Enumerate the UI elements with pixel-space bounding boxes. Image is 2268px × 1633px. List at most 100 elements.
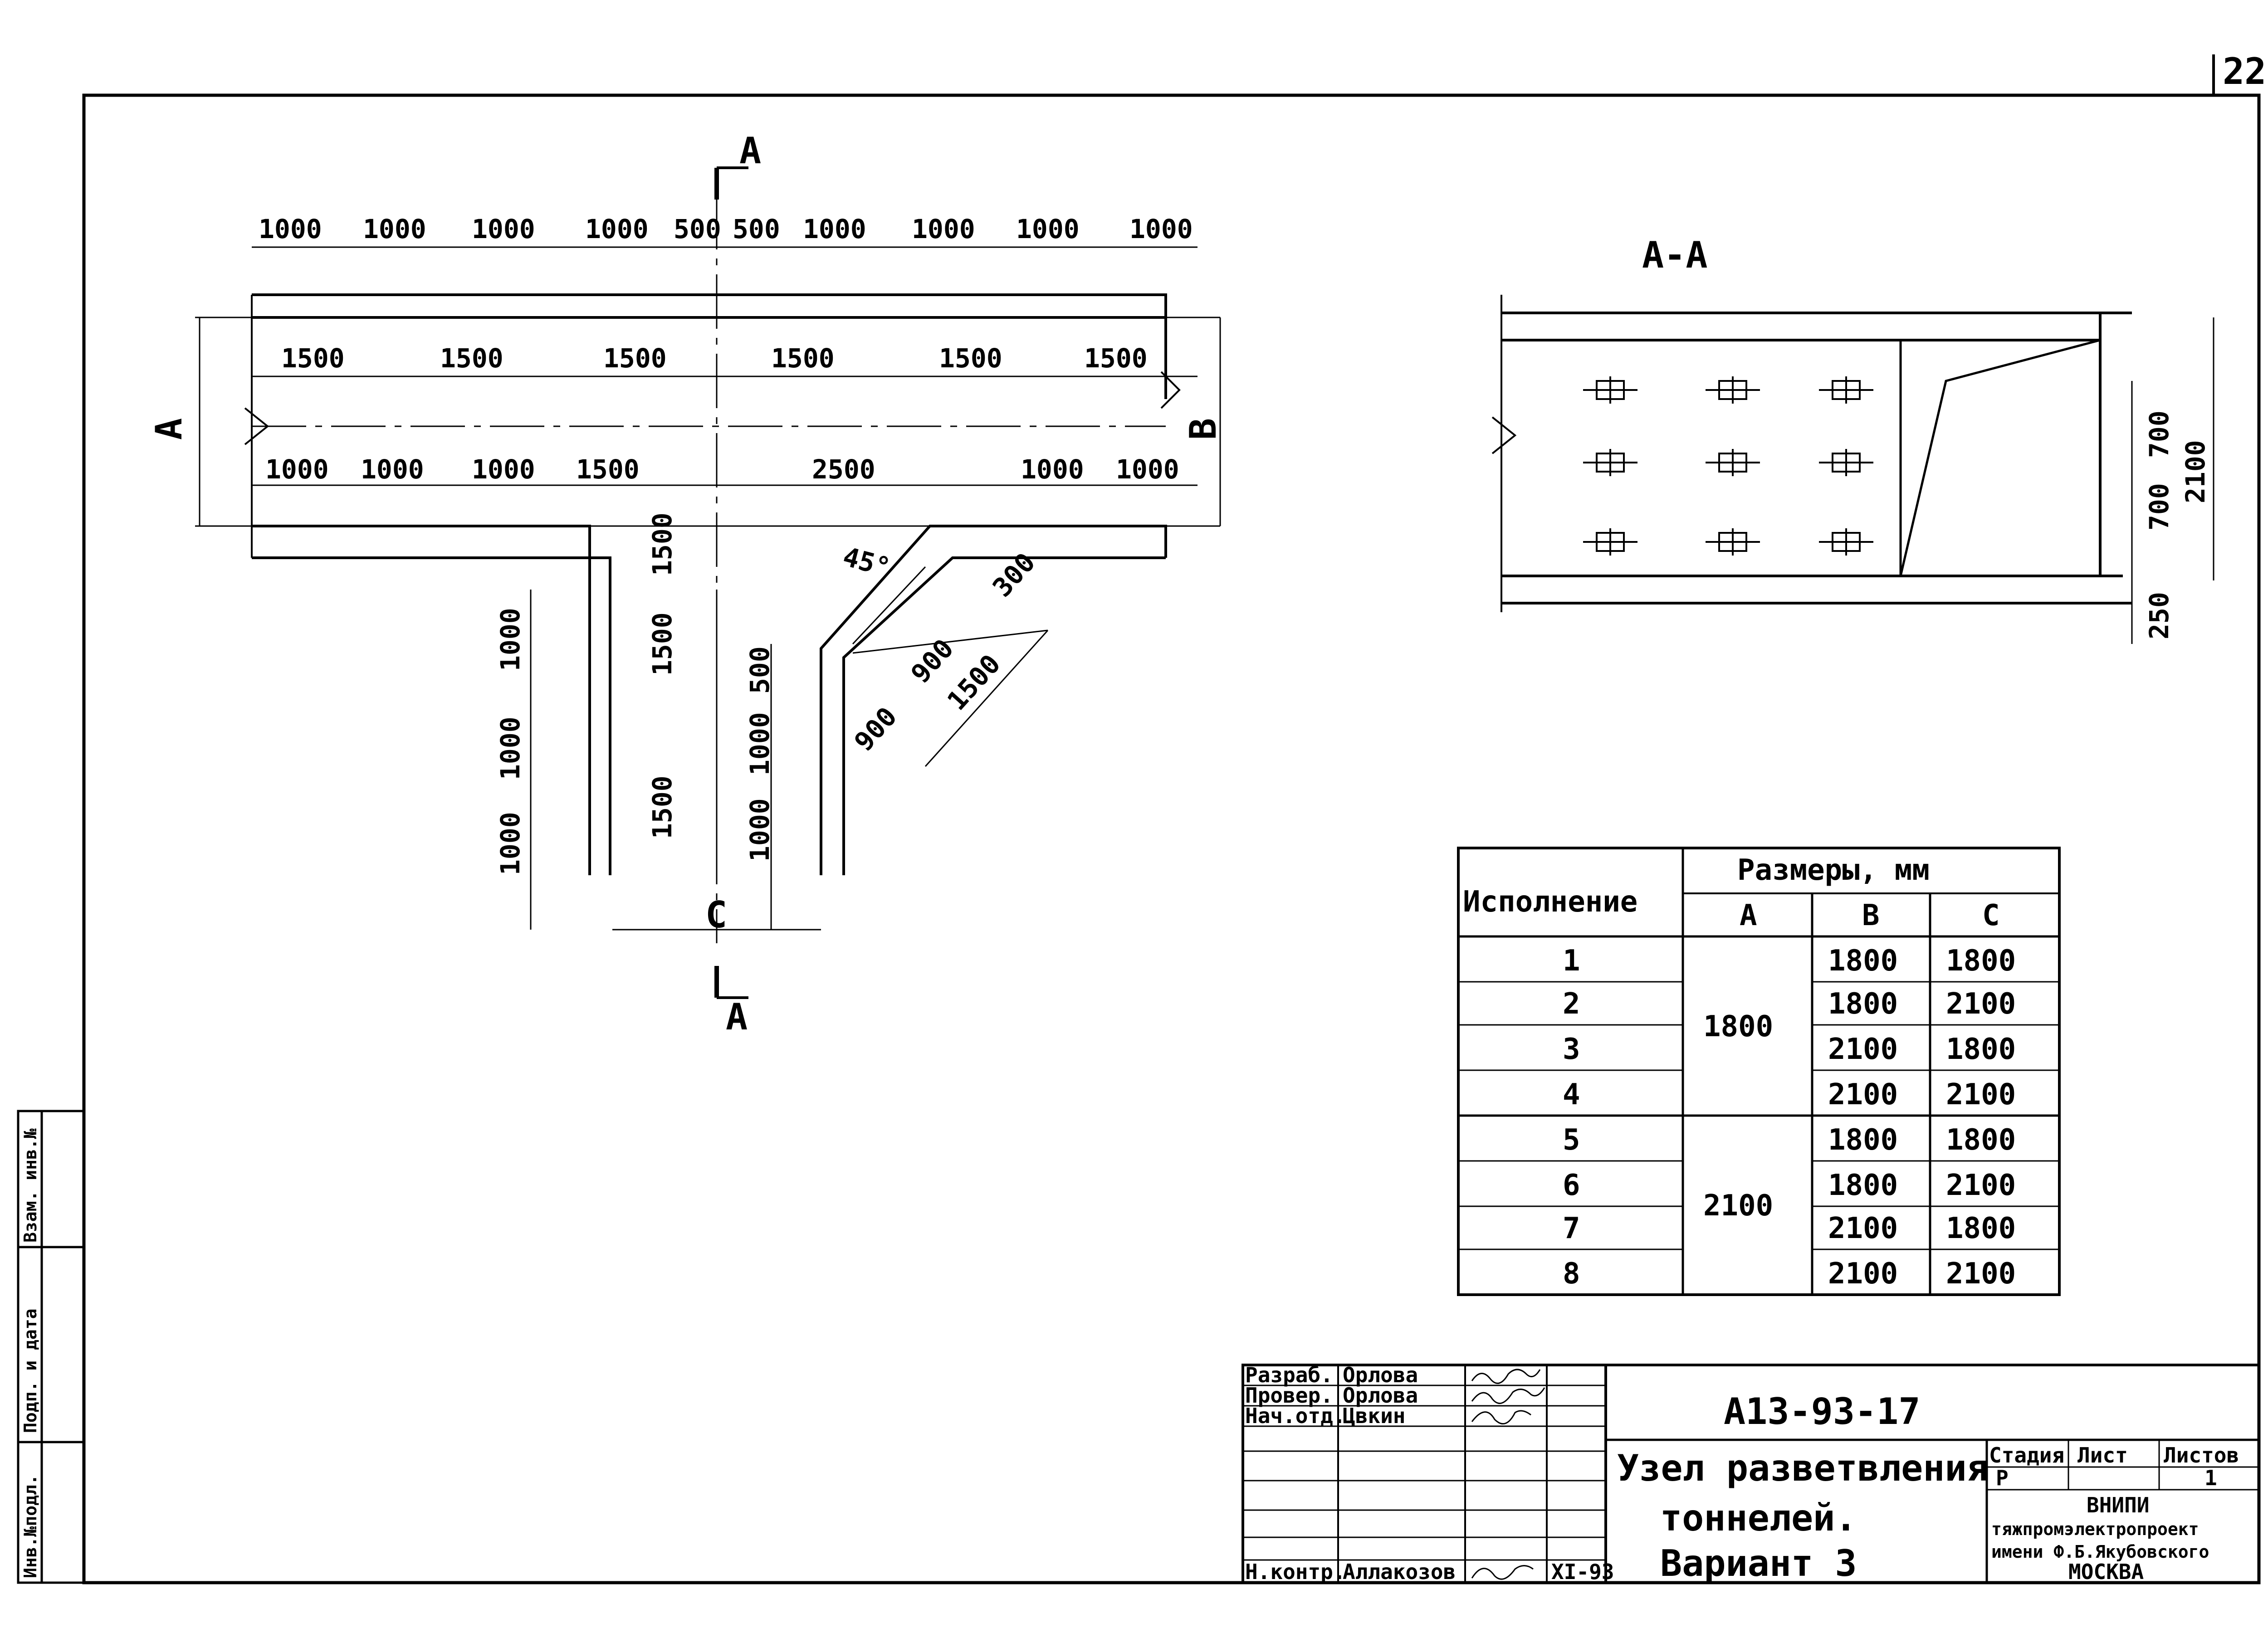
table-a-group-2: 2100 xyxy=(1703,1189,1773,1223)
name-1: Орлова xyxy=(1343,1363,1418,1387)
table-row-7-c: 1800 xyxy=(1946,1212,2016,1245)
plan-lower-dim-3: 1000 xyxy=(472,454,535,485)
plan-top-dim-4: 1000 xyxy=(585,214,649,244)
table-a-group-1: 1800 xyxy=(1703,1010,1773,1043)
table-row-6-b: 1800 xyxy=(1828,1169,1898,1202)
sheets-label: Листов xyxy=(2164,1443,2239,1467)
table-sub-header-a: А xyxy=(1740,899,1757,932)
plan-lower-dim-2: 1000 xyxy=(361,454,424,485)
org-line-4: МОСКВА xyxy=(2068,1560,2144,1584)
sheet-frame xyxy=(82,54,2261,1584)
table-row-5-c: 1800 xyxy=(1946,1123,2016,1157)
table-row-4-c: 2100 xyxy=(1946,1078,2016,1111)
date-value: XI-93 xyxy=(1551,1560,1614,1584)
name-2: Орлова xyxy=(1343,1383,1418,1408)
plan-top-dim-9: 1000 xyxy=(1016,214,1080,244)
stage-label: Стадия xyxy=(1989,1443,2064,1467)
table-row-5-b: 1800 xyxy=(1828,1123,1898,1157)
side-stamp-label-2: Подп. и дата xyxy=(20,1308,40,1433)
table-row-1-no: 1 xyxy=(1563,944,1580,978)
table-row-8-c: 2100 xyxy=(1946,1257,2016,1291)
side-stamp-label-3: Взам. инв.№ xyxy=(20,1128,40,1243)
table-row-3-no: 3 xyxy=(1563,1033,1580,1066)
plan-lower-dim-1: 1000 xyxy=(265,454,329,485)
org-line-2: тяжпромэлектропроект xyxy=(1991,1519,2199,1539)
table-row-1-b: 1800 xyxy=(1828,944,1898,978)
org-line-1: ВНИПИ xyxy=(2087,1493,2149,1517)
section-dim-1: 700 xyxy=(2144,410,2175,458)
signatures xyxy=(1471,1369,1545,1580)
table-col-header: Исполнение xyxy=(1463,885,1637,919)
table-row-6-c: 2100 xyxy=(1946,1169,2016,1202)
plan-top-dim-1: 1000 xyxy=(259,214,322,244)
table-row-3-c: 1800 xyxy=(1946,1033,2016,1066)
plan-section-mark-bottom: А xyxy=(726,996,748,1038)
table-row-4-no: 4 xyxy=(1563,1078,1580,1111)
role-3: Нач.отд. xyxy=(1245,1404,1346,1428)
branch-right-dim-3: 1000 xyxy=(744,798,775,862)
section-dim-2: 700 xyxy=(2144,483,2175,531)
plan-lower-dim-5: 2500 xyxy=(812,454,875,485)
plan-right-label: В xyxy=(1182,418,1224,440)
role-1: Разраб. xyxy=(1245,1363,1333,1387)
plan-view xyxy=(195,166,1221,999)
section-dim-3: 2100 xyxy=(2180,440,2211,503)
plan-top-dim-8: 1000 xyxy=(912,214,975,244)
sheets-value: 1 xyxy=(2204,1466,2217,1490)
plan-lower-dim-7: 1000 xyxy=(1116,454,1179,485)
table-row-2-no: 2 xyxy=(1563,987,1580,1021)
branch-label: С xyxy=(705,894,727,936)
plan-top-dim-10: 1000 xyxy=(1129,214,1193,244)
section-dim-4: 250 xyxy=(2144,592,2175,639)
table-row-8-b: 2100 xyxy=(1828,1257,1898,1291)
doc-code: А13-93-17 xyxy=(1724,1390,1920,1433)
plan-mid-dim-3: 1500 xyxy=(603,343,667,374)
name-3: Цвкин xyxy=(1343,1404,1405,1428)
plan-top-dim-3: 1000 xyxy=(472,214,535,244)
plan-mid-dim-2: 1500 xyxy=(440,343,503,374)
branch-right-dims: 500 1000 1000 xyxy=(744,646,775,862)
table-sub-header-c: С xyxy=(1982,899,2000,932)
table-row-3-b: 2100 xyxy=(1828,1033,1898,1066)
plan-mid-dim-4: 1500 xyxy=(771,343,835,374)
branch-center-dim-3: 1500 xyxy=(647,775,678,839)
section-view xyxy=(1491,295,2214,644)
table-row-5-no: 5 xyxy=(1563,1123,1580,1157)
plan-lower-dim-6: 1000 xyxy=(1021,454,1084,485)
angle-label: 45° xyxy=(840,541,894,583)
sheet-label: Лист xyxy=(2077,1443,2128,1467)
table-rows: 1 1800 1800 2 1800 2100 3 2100 1800 4 21… xyxy=(1563,944,2016,1291)
table-row-2-c: 2100 xyxy=(1946,987,2016,1021)
sizes-table xyxy=(1457,847,2061,1296)
table-row-2-b: 1800 xyxy=(1828,987,1898,1021)
plan-lower-dims: 1000 1000 1000 1500 2500 1000 1000 xyxy=(265,454,1179,485)
role-4: Н.контр. xyxy=(1245,1560,1346,1584)
diag-dim-1: 300 xyxy=(987,547,1041,603)
table-sub-header-b: В xyxy=(1862,899,1880,932)
section-title: А-А xyxy=(1642,234,1708,276)
title-block-roles: Разраб. Провер. Нач.отд. Н.контр. Орлова… xyxy=(1245,1363,1614,1584)
diag-dim-4: 900 xyxy=(848,701,903,757)
plan-top-dims: 1000 1000 1000 1000 500 500 1000 1000 10… xyxy=(259,214,1193,244)
plan-left-label: А xyxy=(148,418,190,440)
plan-top-dim-6: 500 xyxy=(733,214,780,244)
branch-center-dim-2: 1500 xyxy=(647,612,678,676)
plan-top-dim-5: 500 xyxy=(674,214,721,244)
plan-lower-dim-4: 1500 xyxy=(576,454,640,485)
plan-mid-dim-1: 1500 xyxy=(281,343,345,374)
side-stamp-label-1: Инв.№подл. xyxy=(20,1474,40,1578)
branch-left-dim-3: 1000 xyxy=(495,812,526,875)
table-row-7-no: 7 xyxy=(1563,1212,1580,1245)
table-row-6-no: 6 xyxy=(1563,1169,1580,1202)
branch-center-dims: 1500 1500 1500 xyxy=(647,512,678,839)
side-stamp xyxy=(17,1110,85,1584)
plan-mid-dim-5: 1500 xyxy=(939,343,1002,374)
plan-mid-dim-6: 1500 xyxy=(1084,343,1148,374)
table-row-4-b: 2100 xyxy=(1828,1078,1898,1111)
table-row-1-c: 1800 xyxy=(1946,944,2016,978)
branch-right-dim-2: 1000 xyxy=(744,712,775,775)
branch-left-dim-1: 1000 xyxy=(495,608,526,671)
plan-mid-dims: 1500 1500 1500 1500 1500 1500 xyxy=(281,343,1148,374)
org-line-3: имени Ф.Б.Якубовского xyxy=(1991,1542,2209,1562)
table-row-7-b: 2100 xyxy=(1828,1212,1898,1245)
